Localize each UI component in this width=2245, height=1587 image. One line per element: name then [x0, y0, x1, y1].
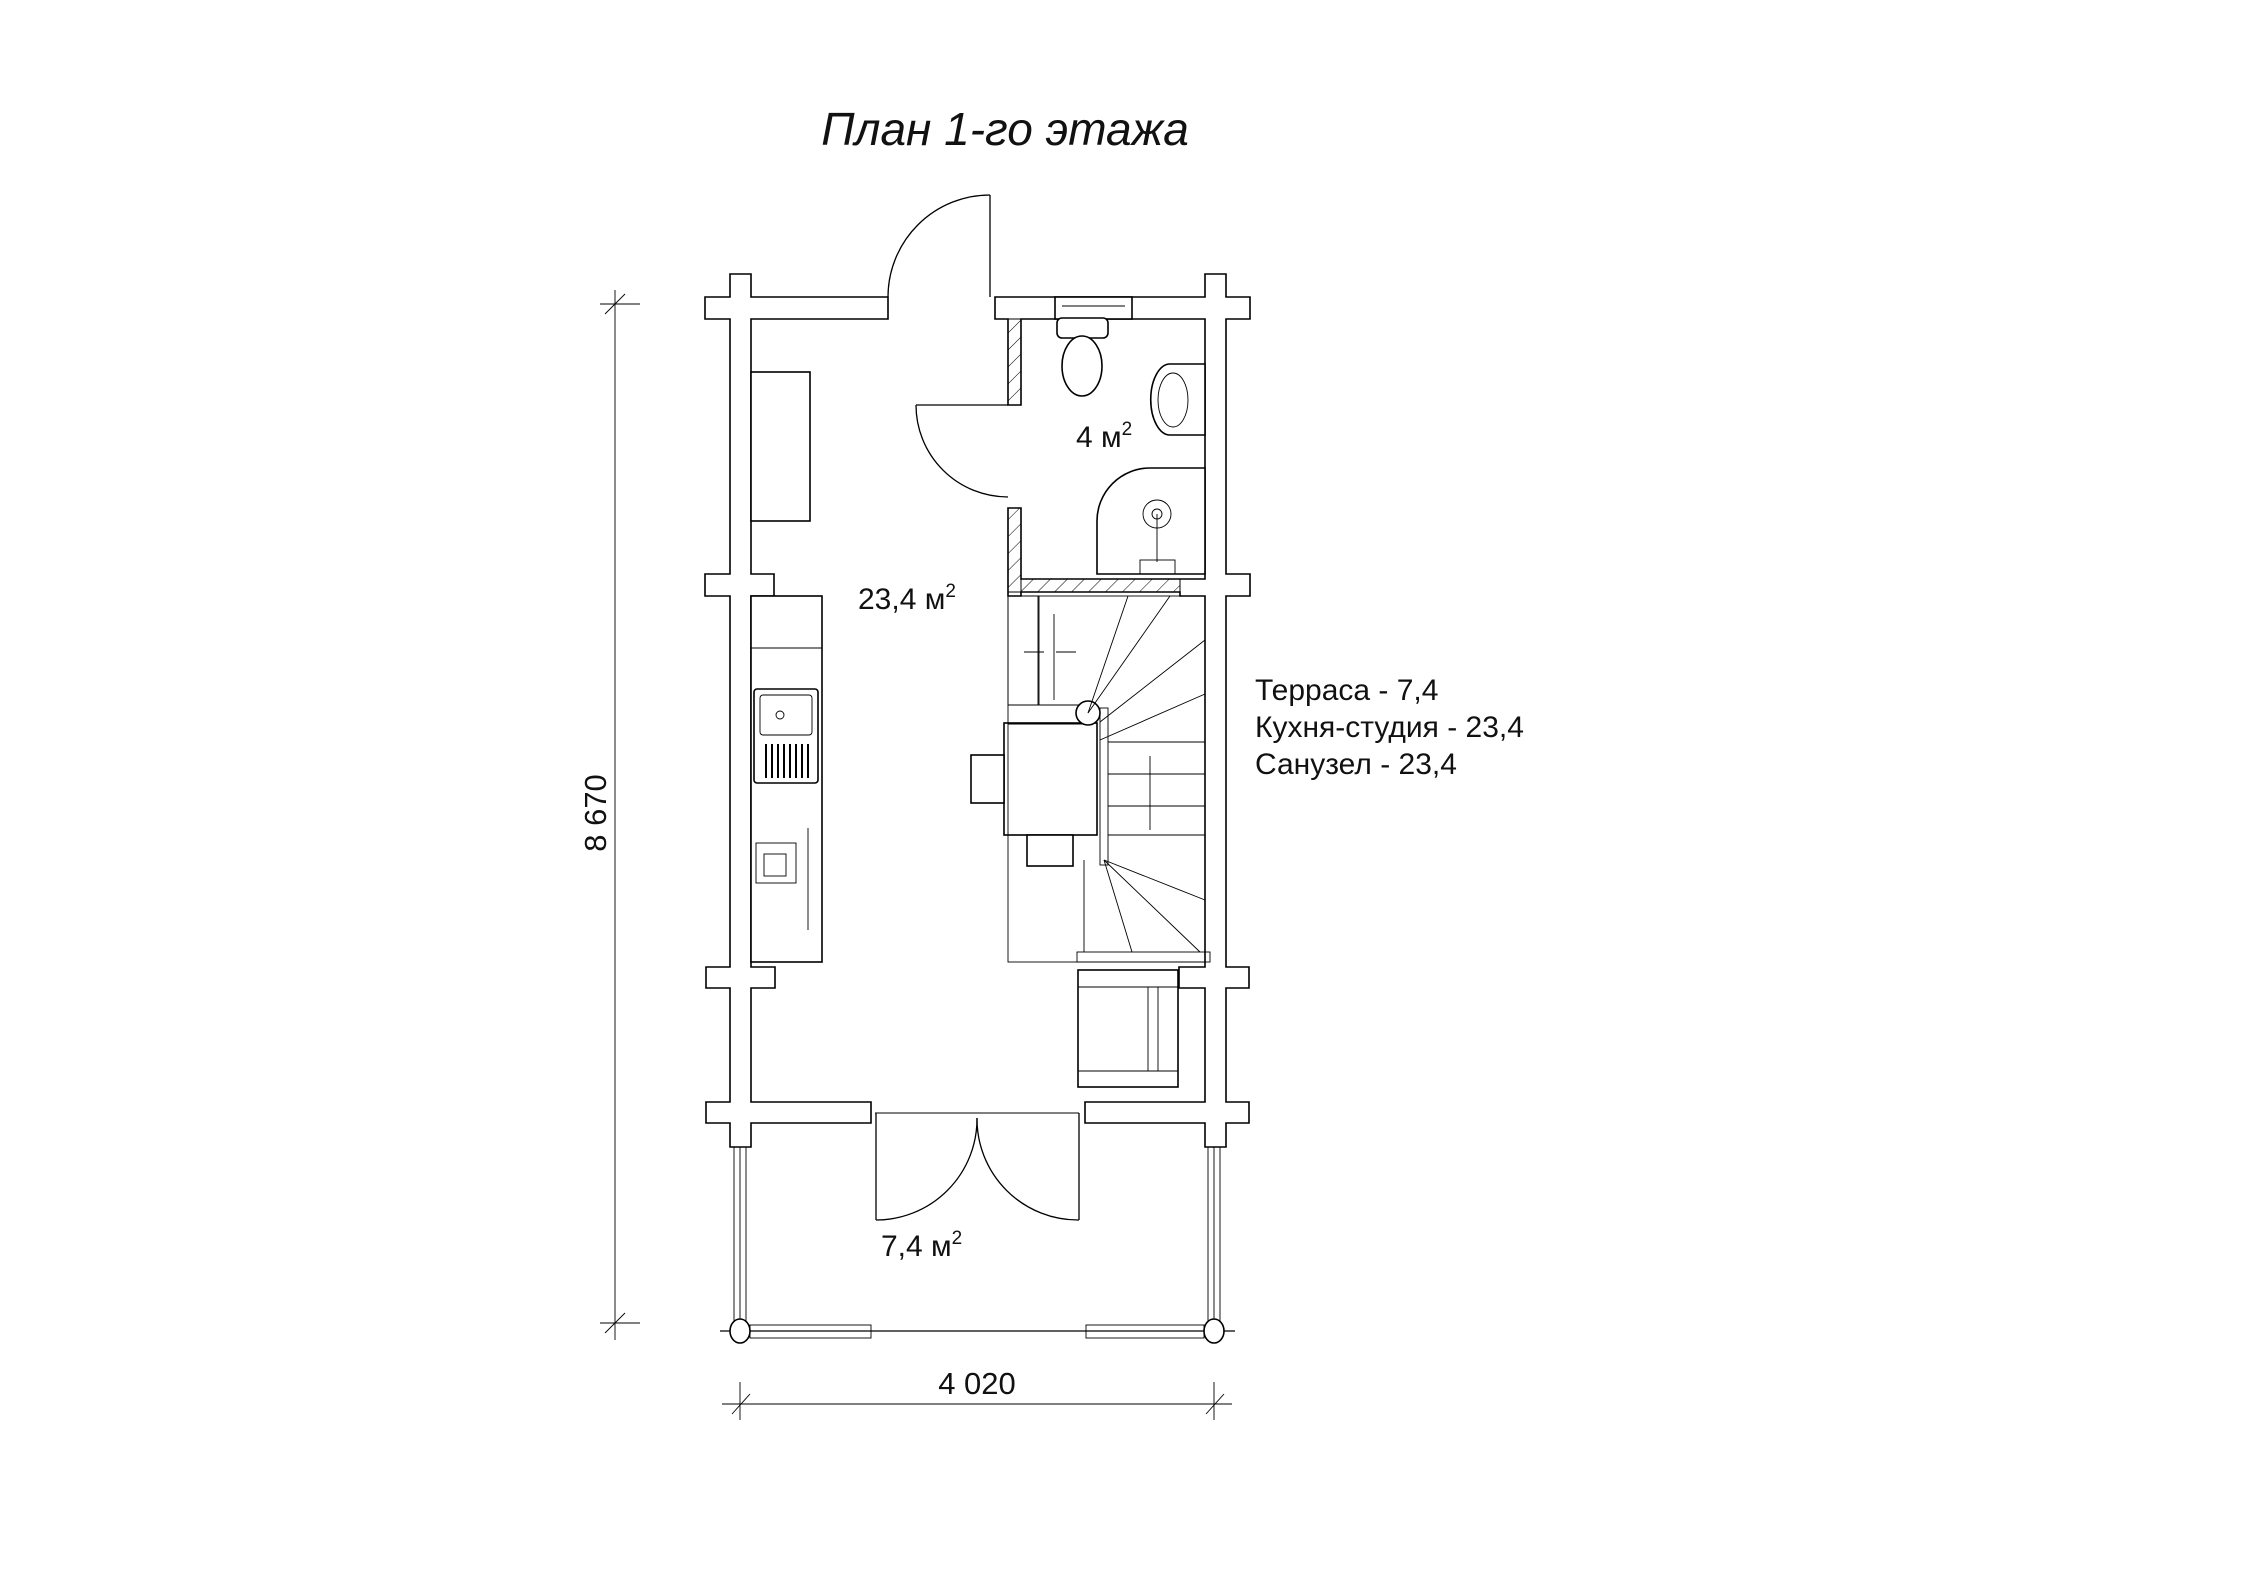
room-area-terrace: 7,4 м2 [881, 1228, 962, 1263]
dimension-height: 8 670 [578, 290, 640, 1340]
terrace-post [1203, 1318, 1225, 1344]
stove-icon [755, 842, 797, 884]
chair [1026, 834, 1074, 867]
bathroom-door [915, 404, 1009, 498]
terrace-post [729, 1318, 751, 1344]
width-dimension-label: 4 020 [938, 1366, 1016, 1401]
kitchen-furniture [750, 371, 823, 963]
toilet-icon [1056, 317, 1109, 397]
terrace-double-door [875, 1112, 1080, 1221]
fridge [750, 371, 811, 522]
legend-kitchen: Кухня-студия - 23,4 [1255, 711, 1524, 744]
terrace [720, 1146, 1235, 1344]
dining-table [970, 722, 1098, 867]
legend-bathroom: Санузел - 23,4 [1255, 748, 1457, 781]
legend-terrace: Терраса - 7,4 [1255, 674, 1438, 707]
entrance-door [887, 194, 991, 298]
shower-icon [1096, 467, 1206, 575]
bathroom-window [1054, 296, 1133, 320]
sofa [1077, 969, 1179, 1088]
handrail [1076, 951, 1211, 963]
height-dimension-label: 8 670 [578, 774, 613, 852]
room-area-kitchen: 23,4 м2 [858, 581, 956, 616]
staircase [1007, 595, 1211, 963]
sink-icon [1149, 363, 1206, 436]
chair [970, 754, 1005, 804]
dimension-width: 4 020 [722, 1366, 1232, 1420]
handrail [1099, 707, 1109, 866]
room-area-bathroom: 4 м2 [1076, 419, 1132, 454]
page-title: План 1-го этажа [821, 103, 1189, 155]
